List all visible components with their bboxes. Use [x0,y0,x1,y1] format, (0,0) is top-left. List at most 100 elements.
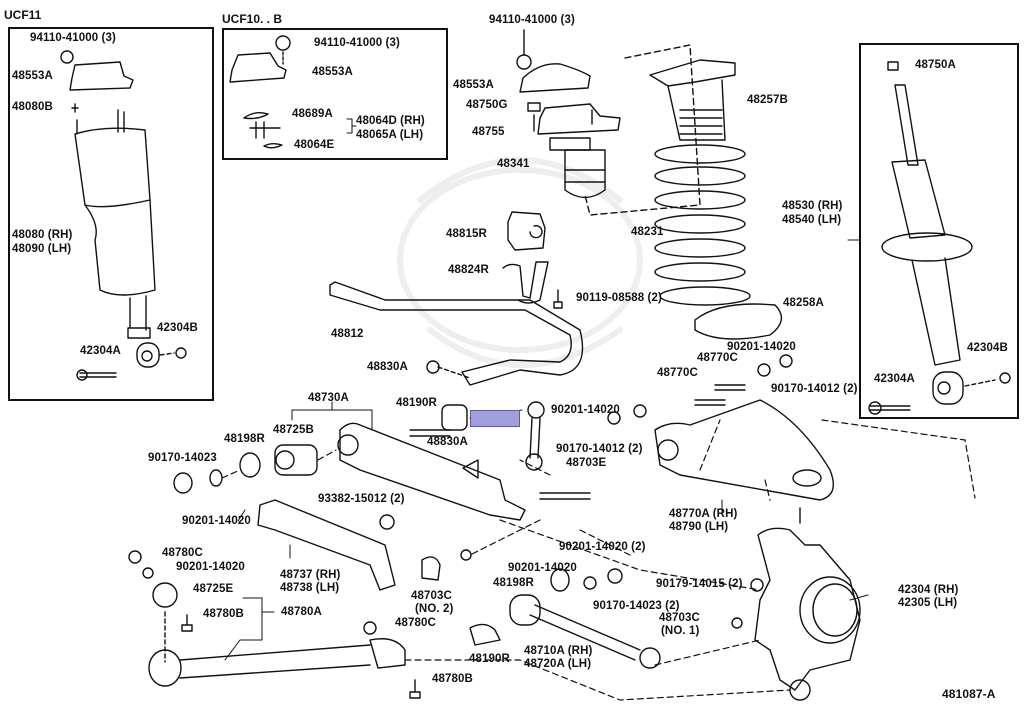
part-label[interactable]: 48750G [466,99,508,111]
part-label[interactable]: 48341 [497,158,530,170]
part-label[interactable]: 42304B [157,322,198,334]
part-label[interactable]: 48703E [566,457,607,469]
part-label[interactable]: 48080 (RH) [12,229,73,241]
part-label[interactable]: 94110-41000 (3) [30,32,116,44]
clip-s [379,514,395,530]
part-label[interactable]: 48190R [469,653,510,665]
part-label[interactable]: 90201-14020 [551,404,620,416]
part-label[interactable]: 48198R [493,577,534,589]
part-label[interactable]: 48231 [631,226,664,238]
part-label[interactable]: 42304 (RH) [898,584,959,596]
part-label[interactable]: 90119-08588 (2) [576,292,662,304]
part-label[interactable]: 48258A [783,297,824,309]
shock-absorber-right [868,61,1011,415]
lower-arm [337,404,526,521]
part-label[interactable]: 90201-14020 [727,341,796,353]
inset-ucf10-title: UCF10. . B [222,12,283,26]
part-label[interactable]: 48750A [915,59,956,71]
dust-boot [649,59,736,141]
inset-shock-frame [859,43,1019,419]
part-label[interactable]: 48780B [432,673,473,685]
part-label[interactable]: 48540 (LH) [782,214,842,226]
part-label[interactable]: 48824R [448,264,489,276]
part-label[interactable]: 48198R [224,433,265,445]
part-label[interactable]: 90201-14020 (2) [559,541,646,553]
figure-id: 481087-A [942,687,996,701]
part-label[interactable]: 42304A [80,345,121,357]
part-label[interactable]: 94110-41000 (3) [314,37,400,49]
part-label[interactable]: 48737 (RH) [280,569,341,581]
air-spring-assembly-left [60,50,187,381]
inset-ucf11-title: UCF11 [4,8,42,22]
part-label[interactable]: 90170-14012 (2) [556,443,643,455]
part-label[interactable]: 48780A [281,606,322,618]
cover-plate [257,499,396,591]
part-label[interactable]: 90201-14020 [182,515,251,527]
highlighted-part-callout[interactable] [470,410,520,427]
part-label[interactable]: 48780B [203,608,244,620]
part-label[interactable]: 48080B [12,101,53,113]
part-label[interactable]: 90170-14012 (2) [771,383,858,395]
spring-seat [694,303,783,340]
part-label[interactable]: 42305 (LH) [898,597,958,609]
part-label[interactable]: 48553A [453,79,494,91]
part-label[interactable]: 48689A [292,108,333,120]
part-label[interactable]: 48770A (RH) [669,508,738,520]
part-label[interactable]: 48703C [411,590,452,602]
part-label[interactable]: 48064E [294,139,335,151]
bushings-left [173,444,318,494]
rear-axle-carrier [754,507,861,701]
part-label[interactable]: 48725E [193,583,234,595]
support-dashed-outline [584,44,701,216]
dashed-guide-lines [221,419,976,701]
part-label[interactable]: 93382-15012 (2) [318,493,405,505]
strut-rod [128,550,421,699]
part-label[interactable]: 48720A (LH) [524,658,592,670]
part-label[interactable]: 48780C [162,547,203,559]
part-label[interactable]: 90201-14020 [176,561,245,573]
coil-spring [654,144,751,306]
toe-control-arm [421,549,764,669]
part-label[interactable]: 48530 (RH) [782,200,843,212]
part-label[interactable]: 48790 (LH) [669,521,729,533]
part-label[interactable]: 90201-14020 [508,562,577,574]
part-label[interactable]: (NO. 2) [415,603,454,615]
stabilizer-bar [329,281,584,386]
part-label[interactable]: 48703C [659,612,700,624]
part-label[interactable]: 48770C [657,367,698,379]
part-label[interactable]: 48780C [395,617,436,629]
part-label[interactable]: 90170-14023 (2) [593,600,680,612]
part-label[interactable]: 90170-14023 [148,452,217,464]
part-label[interactable]: 48730A [308,392,349,404]
part-label[interactable]: 90179-14015 (2) [656,578,743,590]
part-label[interactable]: 48090 (LH) [12,243,72,255]
part-label[interactable]: 48738 (LH) [280,582,340,594]
part-label[interactable]: 48770C [697,352,738,364]
part-label[interactable]: 48830A [367,361,408,373]
part-label[interactable]: 48755 [472,126,505,138]
inset-b-parts [229,35,291,149]
inset-ucf10-frame [222,28,448,160]
part-label[interactable]: 42304A [874,373,915,385]
part-label[interactable]: 48815R [446,228,487,240]
stabilizer-bushing-bracket [502,211,563,309]
part-label[interactable]: 94110-41000 (3) [489,14,575,26]
stab-nut [426,360,440,374]
part-label[interactable]: 48190R [396,397,437,409]
part-label[interactable]: 42304B [967,342,1008,354]
part-label[interactable]: 48812 [331,328,364,340]
part-label[interactable]: 48710A (RH) [524,645,593,657]
part-label[interactable]: 48553A [12,70,53,82]
inset-ucf11-frame [8,27,214,401]
part-label[interactable]: 48553A [312,66,353,78]
part-label[interactable]: 48065A (LH) [356,129,424,141]
part-label[interactable]: 48257B [747,94,788,106]
part-label[interactable]: 48064D (RH) [356,115,425,127]
stabilizer-link [525,401,545,471]
part-label[interactable]: 48830A [427,436,468,448]
upper-support-assembly [516,29,621,199]
part-label[interactable]: 48725B [273,424,314,436]
part-label[interactable]: (NO. 1) [661,625,700,637]
upper-arm [539,354,834,501]
